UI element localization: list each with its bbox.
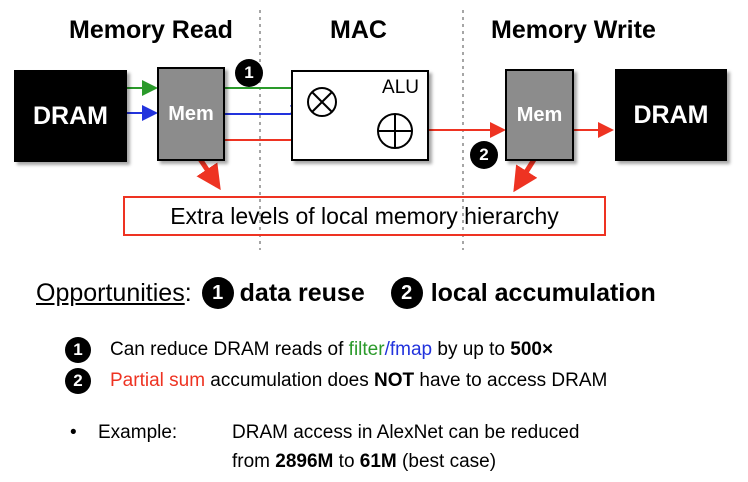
local-accumulation-label: local accumulation — [430, 278, 656, 307]
example-value-after: 61M — [359, 451, 397, 472]
reduction-value: 500× — [510, 339, 554, 360]
not-word: NOT — [374, 370, 415, 391]
badge-two-point: 2 — [65, 368, 91, 394]
example-tail: (best case) — [396, 451, 497, 472]
example-line-one: DRAM access in AlexNet can be reduced — [232, 422, 580, 443]
adder-icon — [377, 113, 413, 149]
mem-right-label: Mem — [516, 103, 563, 126]
partial-sum-word: Partial sum — [110, 370, 206, 391]
alu-operators — [307, 87, 413, 149]
badge-one-point: 1 — [65, 337, 91, 363]
dram-right-box: DRAM — [615, 69, 727, 161]
multiply-icon — [307, 87, 337, 117]
alu-label: ALU — [382, 77, 419, 98]
opportunities-label: Opportunities — [36, 278, 185, 307]
example-line-two: from 2896M to 61M (best case) — [232, 451, 496, 473]
point-one-text: Can reduce DRAM reads of filter/fmap by … — [110, 339, 553, 361]
filter-word: filter — [348, 339, 385, 360]
example-label: Example: — [98, 422, 178, 443]
slash-char: / — [384, 339, 390, 360]
badge-one-diagram: 1 — [235, 59, 263, 87]
opportunities-row: Opportunities : 1 data reuse 2 local acc… — [36, 277, 656, 309]
example-bullet: • — [70, 422, 77, 443]
point-two-mid: accumulation does — [205, 370, 375, 391]
callout-text: Extra levels of local memory hierarchy — [170, 202, 559, 229]
fmap-word: fmap — [389, 339, 433, 360]
callout-arrow-right — [513, 156, 538, 193]
alu-box: ALU — [291, 70, 429, 161]
memory-write-header: Memory Write — [491, 16, 656, 44]
mem-right-box: Mem — [505, 69, 574, 161]
dram-right-label: DRAM — [633, 100, 709, 129]
point-one-pre: Can reduce DRAM reads of — [110, 339, 349, 360]
mem-left-label: Mem — [168, 102, 214, 125]
example-to: to — [333, 451, 360, 472]
memory-read-header: Memory Read — [69, 16, 233, 44]
point-two-post: have to access DRAM — [414, 370, 608, 391]
badge-two-diagram: 2 — [470, 141, 498, 169]
mac-header: MAC — [330, 16, 387, 44]
example-from: from — [232, 451, 276, 472]
dram-left-label: DRAM — [33, 101, 108, 130]
badge-two-accum: 2 — [390, 277, 423, 309]
point-one-mid: by up to — [432, 339, 511, 360]
point-two-text: Partial sum accumulation does NOT have t… — [110, 370, 607, 392]
mem-left-box: Mem — [157, 67, 225, 161]
example-value-before: 2896M — [275, 451, 334, 472]
badge-one-reuse: 1 — [201, 277, 234, 309]
dram-left-box: DRAM — [14, 70, 127, 162]
callout-box: Extra levels of local memory hierarchy — [123, 196, 606, 236]
data-reuse-label: data reuse — [239, 278, 365, 307]
opportunities-colon: : — [184, 278, 192, 307]
